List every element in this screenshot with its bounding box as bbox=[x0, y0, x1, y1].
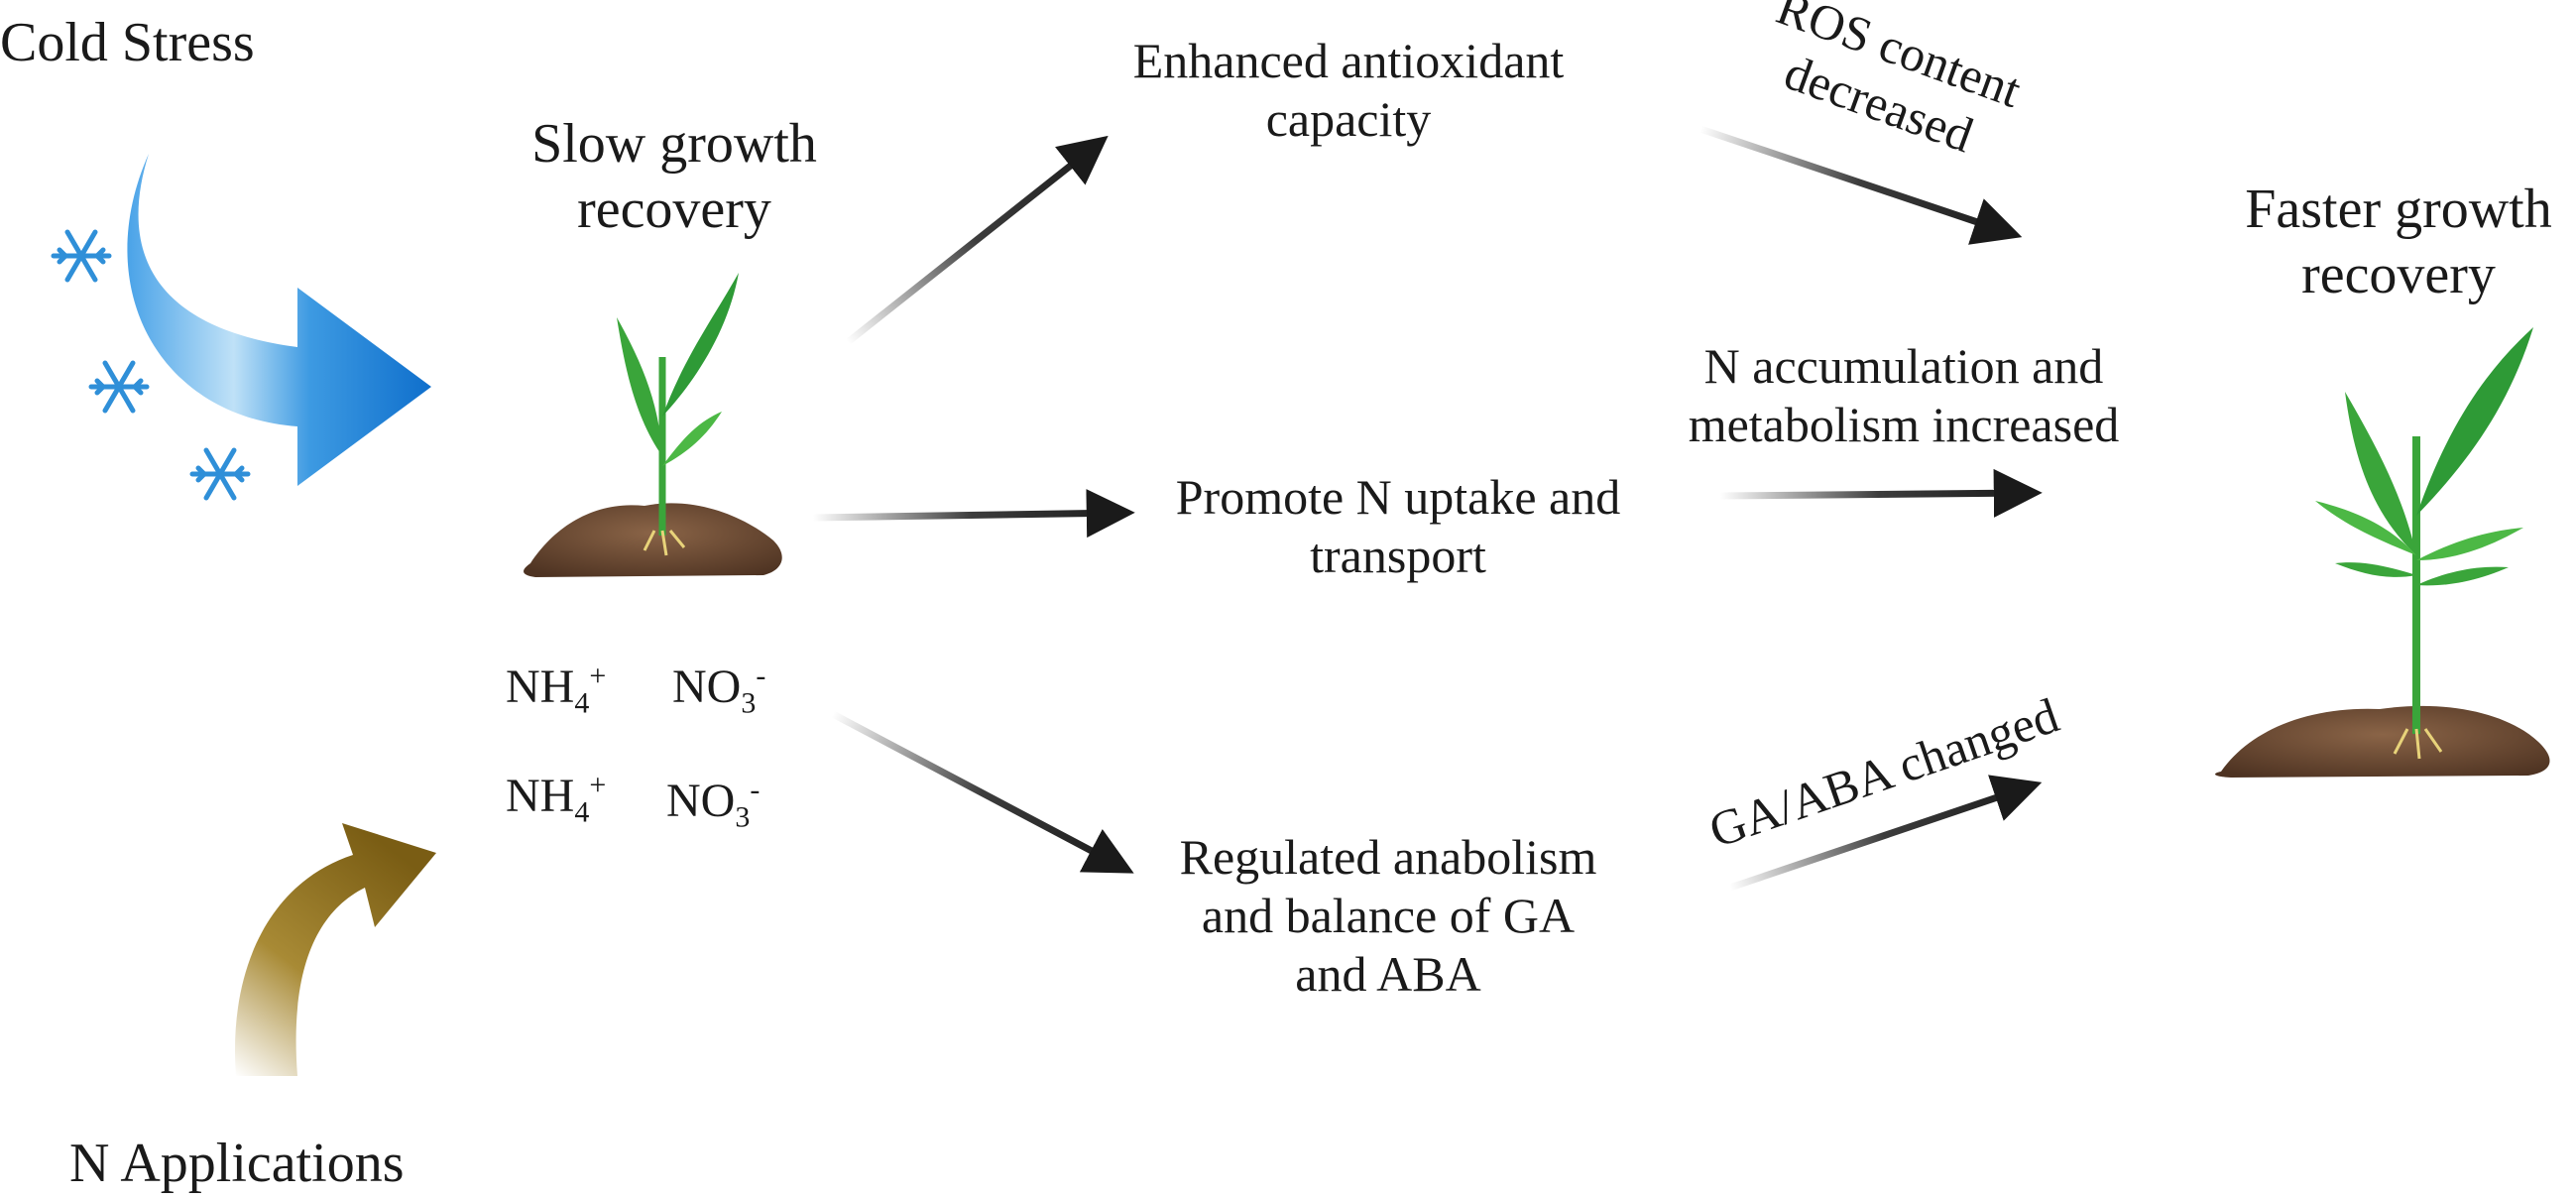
ion-nitrate: NO3- bbox=[672, 659, 766, 720]
ion-ammonium: NH4+ bbox=[506, 769, 607, 829]
hormone-balance-label: Regulated anabolism and balance of GA an… bbox=[1179, 829, 1597, 1002]
snowflake-icon bbox=[88, 360, 150, 414]
arrow-to-n-uptake bbox=[812, 489, 1135, 539]
cold-stress-label: Cold Stress bbox=[0, 12, 255, 73]
plant-icon bbox=[2215, 327, 2550, 778]
seedling-icon bbox=[524, 273, 782, 577]
arrow-ros-decreased bbox=[1698, 125, 2023, 245]
antioxidant-label: Enhanced antioxidant capacity bbox=[1132, 33, 1565, 147]
n-accumulation-label: N accumulation and metabolism increased bbox=[1688, 338, 2120, 452]
ion-nitrate: NO3- bbox=[666, 774, 761, 834]
n-application-arrow bbox=[234, 823, 436, 1076]
n-uptake-label: Promote N uptake and transport bbox=[1175, 469, 1621, 583]
arrow-to-hormones bbox=[831, 710, 1134, 874]
arrow-to-antioxidant bbox=[845, 135, 1109, 345]
arrow-ga-aba bbox=[1728, 775, 2043, 892]
snowflake-icon bbox=[51, 229, 112, 283]
slow-growth-label: Slow growth recovery bbox=[531, 113, 817, 241]
ion-ammonium: NH4+ bbox=[506, 659, 607, 720]
cold-stress-arrow bbox=[127, 154, 432, 486]
arrow-n-accumulation bbox=[1719, 468, 2043, 518]
faster-growth-label: Faster growth recovery bbox=[2245, 179, 2552, 306]
snowflake-icon bbox=[189, 447, 251, 501]
n-applications-label: N Applications bbox=[69, 1133, 405, 1194]
